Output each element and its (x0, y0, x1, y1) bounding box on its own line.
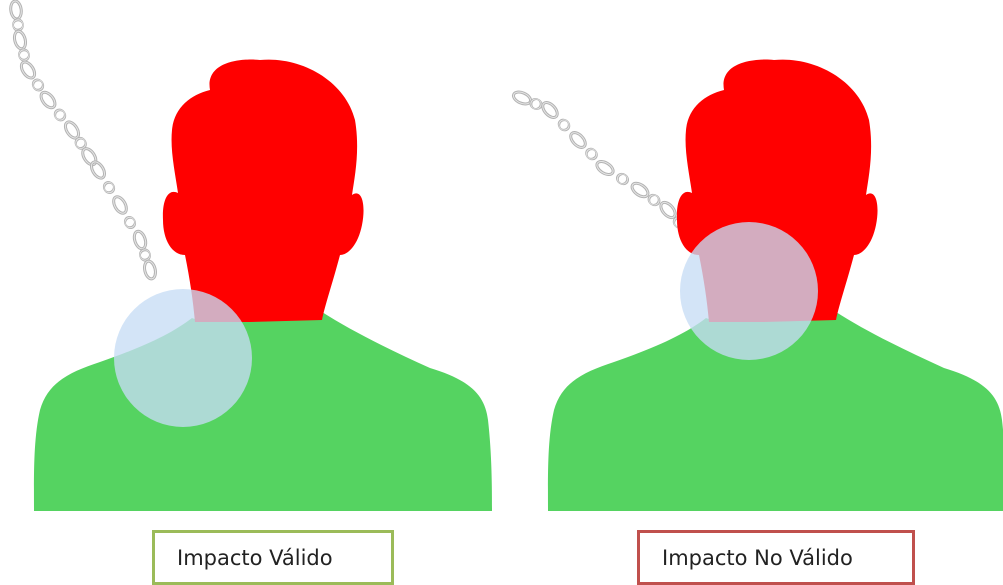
panel-invalid (510, 59, 1003, 511)
figure-head (162, 59, 364, 322)
chain-link (10, 17, 26, 33)
chain-link (593, 157, 617, 179)
chain-link (137, 247, 153, 263)
label-valid-impact: Impacto Válido (152, 530, 394, 585)
chain-link (78, 144, 101, 169)
chain-link (29, 76, 47, 94)
chain-link (628, 179, 652, 201)
chain-link (109, 193, 131, 217)
figure-body (33, 312, 492, 511)
impact-zone-icon (114, 289, 252, 427)
chain-link (16, 47, 32, 63)
chain-link (36, 88, 60, 112)
chain-icon (8, 0, 159, 282)
chain-link (141, 258, 159, 282)
panel-valid (8, 0, 492, 511)
chain-link (51, 106, 69, 124)
chain-link (17, 58, 39, 82)
chain-link (8, 0, 24, 22)
chain-link (566, 128, 590, 152)
chain-link (11, 28, 29, 52)
chain-icon (510, 88, 702, 247)
chain-link (87, 158, 109, 182)
chain-link (100, 179, 118, 196)
chain-link (510, 88, 534, 108)
chain-link (130, 228, 150, 252)
chain-link (583, 145, 600, 163)
chain-link (555, 116, 573, 134)
chain-link (121, 214, 139, 231)
chain-link (538, 98, 562, 122)
label-invalid-impact: Impacto No Válido (637, 530, 915, 585)
impact-zone-icon (680, 222, 818, 360)
chain-link (614, 170, 631, 188)
chain-link (656, 198, 680, 222)
